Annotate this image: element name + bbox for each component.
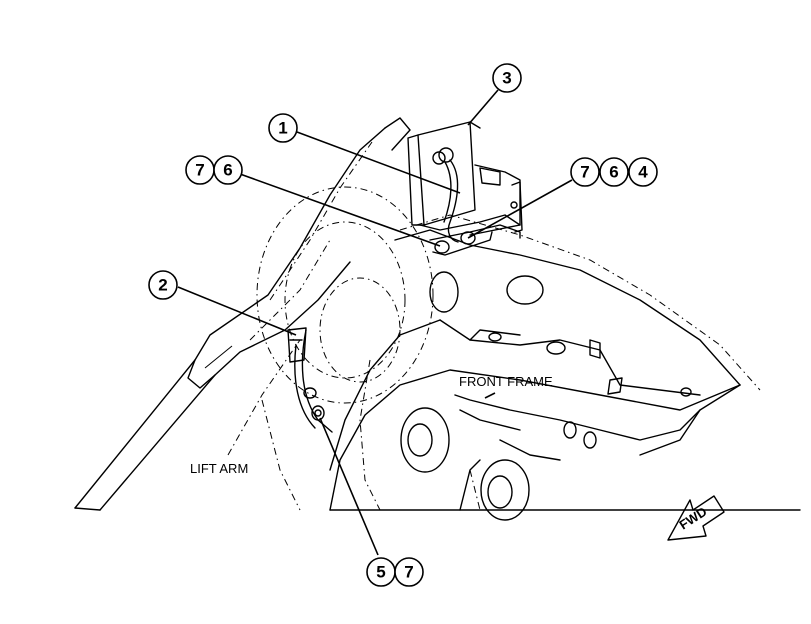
front-frame-label: FRONT FRAME	[459, 374, 553, 389]
svg-text:7: 7	[580, 163, 589, 182]
svg-text:1: 1	[278, 119, 287, 138]
callout-7-6-4: 7 6 4	[570, 157, 658, 187]
leader-lines	[177, 89, 573, 556]
svg-text:4: 4	[638, 163, 648, 182]
svg-text:6: 6	[609, 163, 618, 182]
svg-text:3: 3	[502, 69, 511, 88]
callout-1: 1	[268, 113, 298, 143]
front-frame-drawing	[329, 214, 801, 521]
lift-arm-label: LIFT ARM	[190, 461, 248, 476]
callout-5-7: 5 7	[366, 557, 424, 587]
pivot-hidden-lines	[256, 186, 434, 511]
svg-text:7: 7	[195, 161, 204, 180]
junction-box-drawing	[407, 121, 523, 256]
callout-2: 2	[148, 270, 178, 300]
svg-text:7: 7	[404, 563, 413, 582]
bracket-drawing	[287, 327, 333, 433]
callout-3: 3	[492, 63, 522, 93]
svg-text:5: 5	[376, 563, 385, 582]
svg-text:6: 6	[223, 161, 232, 180]
fwd-arrow: FWD	[667, 495, 725, 541]
svg-text:2: 2	[158, 276, 167, 295]
fwd-label: FWD	[676, 504, 709, 533]
callout-7-6-left: 7 6	[185, 155, 243, 185]
